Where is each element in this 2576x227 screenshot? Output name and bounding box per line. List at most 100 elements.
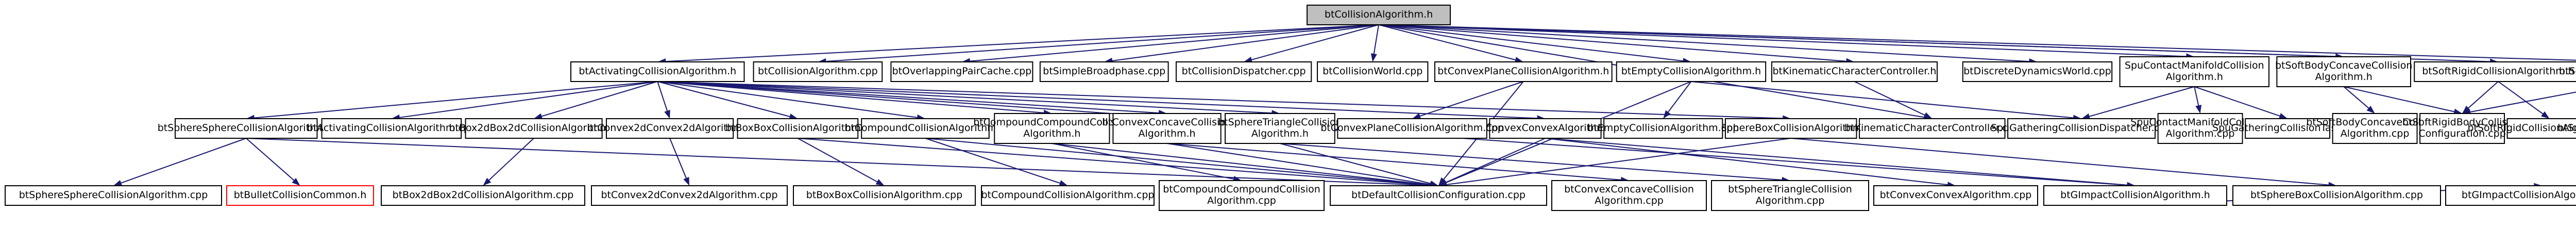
graph-node[interactable]: btSoftSoftCollisionAlgorithm.cpp	[2557, 119, 2576, 138]
graph-node[interactable]: btGImpactCollisionAlgorithm.cpp	[2445, 185, 2576, 206]
graph-node[interactable]: btDiscreteDynamicsWorld.cpp	[1962, 61, 2113, 82]
graph-node[interactable]: btOverlappingPairCache.cpp	[890, 61, 1033, 82]
node-box	[1616, 61, 1767, 82]
node-label: Algorithm.cpp	[1756, 195, 1825, 206]
node-label: Algorithm.h	[2315, 71, 2372, 83]
dependency-edge	[1280, 143, 1438, 187]
graph-node[interactable]: btConvexConvexAlgorithm.cpp	[1873, 185, 2038, 206]
node-label: btCollisionAlgorithm.h	[1325, 9, 1433, 20]
node-box	[1859, 118, 2006, 139]
node-label: btSphereTriangleCollision	[1218, 117, 1342, 128]
node-box	[2119, 56, 2270, 87]
graph-node[interactable]: btKinematicCharacterController.cpp	[1844, 118, 2020, 139]
graph-node[interactable]: btCollisionWorld.cpp	[1317, 61, 1429, 82]
graph-node[interactable]: btSoftSoftCollisionAlgorithm.h	[2559, 62, 2576, 82]
dependency-edge	[2462, 81, 2499, 113]
graph-node[interactable]: btSphereBoxCollisionAlgorithm.h	[1710, 118, 1871, 139]
node-box	[2419, 113, 2505, 144]
graph-node[interactable]: btGImpactCollisionAlgorithm.h	[2043, 185, 2227, 206]
graph-node[interactable]: SpuGatheringCollisionTask.cpp	[2212, 118, 2363, 139]
graph-node[interactable]: btConvex2dConvex2dAlgorithm.cpp	[591, 185, 788, 206]
node-label: btBox2dBox2dCollisionAlgorithm.cpp	[393, 189, 574, 201]
node-box	[175, 118, 318, 139]
graph-node[interactable]: btBox2dBox2dCollisionAlgorithm.cpp	[381, 185, 585, 206]
graph-node[interactable]: SpuGatheringCollisionDispatcher.cpp	[1991, 118, 2172, 139]
node-label: btDefaultCollisionConfiguration.cpp	[1351, 189, 1526, 201]
graph-node[interactable]: btBulletCollisionCommon.h	[226, 185, 374, 206]
graph-node[interactable]: btEmptyCollisionAlgorithm.cpp	[1587, 118, 1739, 139]
graph-node[interactable]: btSoftRigidCollisionAlgorithm.cpp	[2467, 118, 2576, 139]
graph-node[interactable]: btConvexPlaneCollisionAlgorithm.cpp	[1320, 118, 1504, 139]
node-label: btBox2dBox2dCollisionAlgorithm.h	[449, 122, 619, 134]
node-label: btSimpleBroadphase.cpp	[1043, 66, 1165, 77]
node-label: btSoftRigidCollisionAlgorithm.h	[2422, 66, 2574, 77]
arrowhead-icon	[1244, 56, 1253, 63]
graph-node[interactable]: btConvex2dConvex2dAlgorithm.h	[587, 118, 753, 139]
graph-node[interactable]: btBoxBoxCollisionAlgorithm.cpp	[793, 185, 976, 206]
graph-node[interactable]: btKinematicCharacterController.h	[1771, 61, 1938, 82]
node-box	[2157, 113, 2243, 144]
node-label: btGImpactCollisionAlgorithm.cpp	[2462, 189, 2576, 201]
node-label: btGImpactCollisionAlgorithm.h	[2060, 189, 2210, 201]
node-label: Algorithm.h	[2166, 71, 2223, 83]
graph-nodes: btCollisionAlgorithm.h btActivatingCollis…	[5, 5, 2576, 211]
graph-node[interactable]: btCompoundCollisionAlgorithm.cpp	[981, 185, 1155, 206]
node-box	[753, 61, 883, 82]
node-label: btBulletCollisionCommon.h	[234, 189, 367, 201]
node-box	[1225, 113, 1335, 144]
arrowhead-icon	[1412, 113, 1421, 119]
graph-node[interactable]: btSoftRigidCollisionAlgorithm.h	[2414, 61, 2576, 82]
graph-node[interactable]: btActivatingCollisionAlgorithm.cpp	[307, 118, 476, 139]
graph-node[interactable]: btEmptyCollisionAlgorithm.h	[1616, 61, 1767, 82]
arrowhead-icon	[2195, 105, 2202, 113]
graph-node[interactable]: btBoxBoxCollisionAlgorithm.h	[725, 118, 870, 139]
node-label: btKinematicCharacterController.h	[1773, 66, 1937, 77]
arrowhead-icon	[1370, 53, 1377, 62]
graph-node[interactable]: btConvexPlaneCollisionAlgorithm.h	[1434, 61, 1613, 82]
node-label: Algorithm.cpp	[1207, 195, 1276, 206]
graph-node[interactable]: btCollisionDispatcher.cpp	[1175, 61, 1312, 82]
graph-node[interactable]: btCompoundCollisionAlgorithm.h	[844, 118, 1006, 139]
graph-node[interactable]: btConvexConvexAlgorithm.h	[1475, 118, 1616, 139]
dependency-edge	[2081, 86, 2195, 120]
node-box	[2232, 185, 2441, 206]
arrowhead-icon	[1923, 112, 1933, 119]
dependency-edge	[2343, 86, 2375, 113]
graph-node[interactable]: btSphereSphereCollisionAlgorithm.h	[158, 118, 335, 139]
node-box	[591, 185, 788, 206]
node-box	[1307, 5, 1451, 25]
graph-node[interactable]: btDefaultCollisionConfiguration.cpp	[1330, 185, 1547, 206]
node-label: btSphereTriangleCollision	[1728, 184, 1852, 195]
node-label: btConvexPlaneCollisionAlgorithm.cpp	[1320, 122, 1504, 134]
graph-node[interactable]: btSphereSphereCollisionAlgorithm.cpp	[5, 185, 222, 206]
dependency-edge	[1378, 24, 2038, 65]
dependency-edge	[797, 138, 885, 186]
graph-node[interactable]: btCollisionAlgorithm.cpp	[753, 61, 883, 82]
node-label: btConvexPlaneCollisionAlgorithm.h	[1437, 66, 1609, 77]
node-label: btEmptyCollisionAlgorithm.cpp	[1587, 122, 1739, 134]
node-label: Algorithm.h	[1138, 128, 1195, 139]
graph-node[interactable]: btActivatingCollisionAlgorithm.h	[570, 61, 745, 82]
graph-node[interactable]: btCollisionAlgorithm.h	[1307, 5, 1451, 25]
graph-node[interactable]: btSphereBoxCollisionAlgorithm.cpp	[2232, 185, 2441, 206]
arrowhead-icon	[2081, 113, 2091, 120]
arrowhead-icon	[483, 177, 492, 186]
dependency-edge	[1370, 24, 1379, 62]
dependency-edge	[1691, 81, 2082, 121]
arrowhead-icon	[1059, 180, 1068, 186]
graph-node[interactable]: btBox2dBox2dCollisionAlgorithm.h	[449, 118, 619, 139]
graph-node[interactable]: btSimpleBroadphase.cpp	[1039, 61, 1169, 82]
graph-node[interactable]: btSoftRigidBodyCollisionConfiguration.cp…	[2402, 113, 2522, 144]
node-box	[1489, 118, 1602, 139]
arrowhead-icon	[534, 113, 543, 120]
